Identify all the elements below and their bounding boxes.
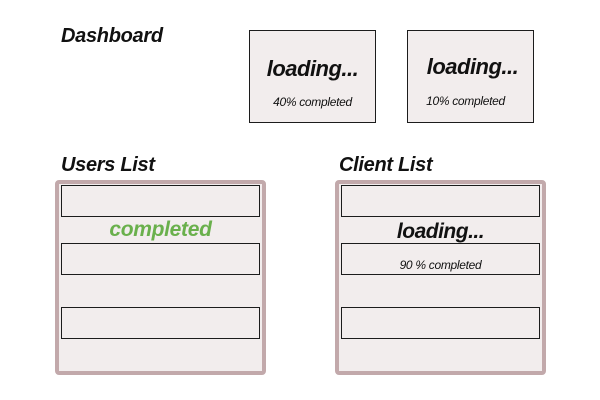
users-list-title: Users List	[61, 154, 155, 176]
list-item	[341, 307, 540, 339]
dashboard-card-1: loading... 40% completed	[249, 30, 376, 123]
list-item	[341, 243, 540, 275]
users-list-panel: completed	[55, 180, 266, 375]
list-item	[61, 243, 260, 275]
loading-label: loading...	[426, 54, 519, 79]
progress-label: 10% completed	[426, 94, 505, 108]
list-item	[61, 307, 260, 339]
client-list-title: Client List	[339, 154, 433, 176]
dashboard-card-2: loading... 10% completed	[407, 30, 534, 123]
status-completed-label: completed	[109, 218, 212, 241]
loading-label: loading...	[266, 56, 359, 81]
progress-label: 90 % completed	[399, 258, 482, 272]
loading-label: loading...	[396, 220, 485, 243]
progress-label: 40% completed	[273, 95, 352, 109]
list-item	[61, 185, 260, 217]
list-item	[341, 185, 540, 217]
client-list-panel: loading... 90 % completed	[335, 180, 546, 375]
dashboard-title: Dashboard	[61, 25, 163, 47]
